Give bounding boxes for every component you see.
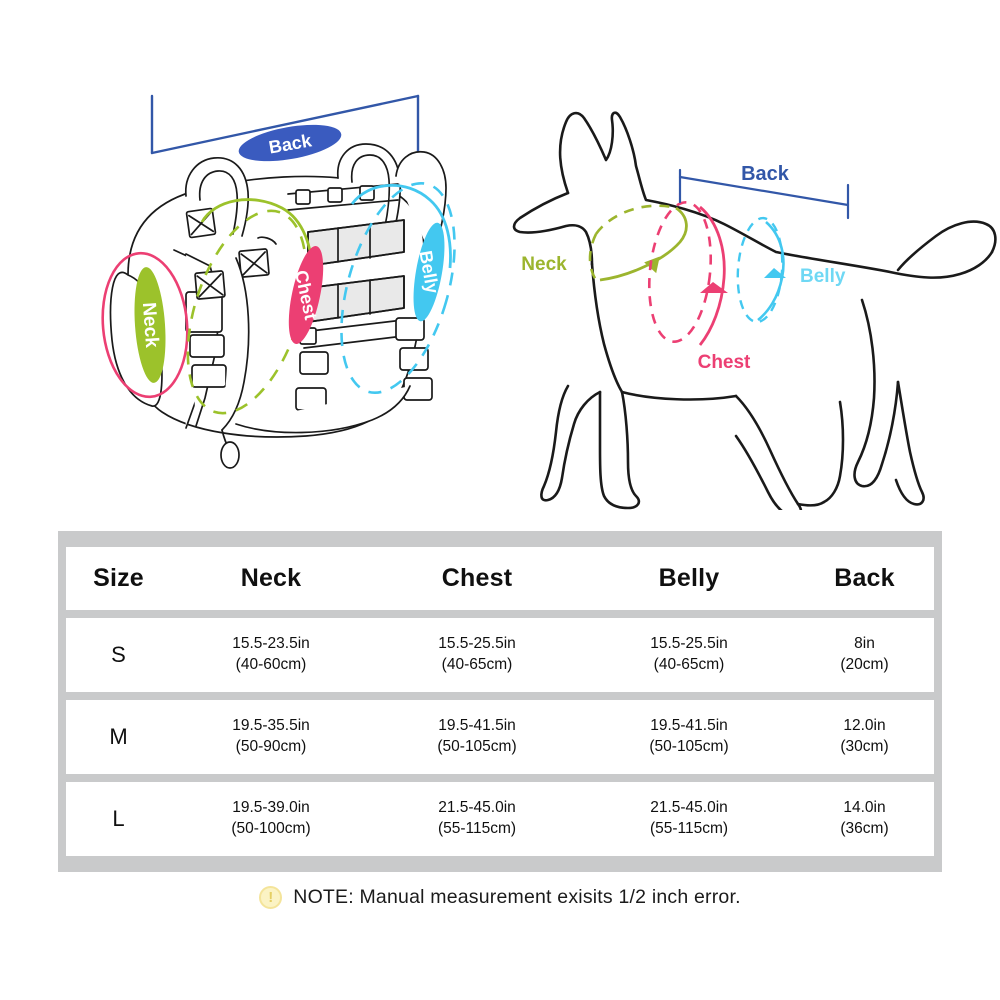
value-centimeters: (36cm) [840, 820, 889, 837]
cell-neck: 15.5-23.5in (40-60cm) [171, 618, 371, 692]
size-chart-table: Size Neck Chest Belly Back S 15.5-23.5in… [66, 539, 934, 864]
dog-neck-loop-dashed-2 [588, 233, 598, 281]
harness-belly-dashed-ring [340, 181, 456, 395]
value-inches: 19.5-35.5in [232, 717, 310, 735]
table-row: M 19.5-35.5in (50-90cm) 19.5-41.5in (50-… [66, 700, 934, 774]
dog-neck-label-text: Neck [521, 254, 567, 275]
cell-size: M [66, 700, 171, 774]
harness-illustration: Neck Chest Belly [101, 94, 456, 469]
harness-belly-ring-solid-arc [350, 184, 452, 269]
cell-chest: 15.5-25.5in (40-65cm) [371, 618, 583, 692]
dog-back-measure-bracket [678, 168, 850, 220]
cell-chest: 21.5-45.0in (55-115cm) [371, 782, 583, 856]
cell-neck: 19.5-39.0in (50-100cm) [171, 782, 371, 856]
dog-belly-loop-solid [757, 221, 785, 322]
note-row: ! NOTE: Manual measurement exisits 1/2 i… [0, 886, 1000, 909]
value-inches: 19.5-41.5in [438, 717, 516, 735]
value-centimeters: (50-90cm) [235, 738, 307, 755]
harness-neck-label-text: Neck [138, 302, 162, 349]
cell-belly: 19.5-41.5in (50-105cm) [583, 700, 795, 774]
harness-belly-label: Belly [413, 222, 445, 322]
dog-back-label-text: Back [741, 163, 790, 185]
value-centimeters: (50-100cm) [231, 820, 311, 837]
harness-neck-ring [101, 251, 189, 399]
value-inches: 19.5-41.5in [650, 717, 728, 735]
column-header-belly: Belly [583, 547, 795, 610]
cell-belly: 15.5-25.5in (40-65cm) [583, 618, 795, 692]
cell-back: 14.0in (36cm) [795, 782, 934, 856]
dog-body-outline [512, 111, 997, 510]
table-header-row: Size Neck Chest Belly Back [66, 547, 934, 610]
dog-illustration: Neck Chest Belly Back [512, 111, 997, 510]
cell-belly: 21.5-45.0in (55-115cm) [583, 782, 795, 856]
value-centimeters: (40-60cm) [235, 656, 307, 673]
harness-back-measure-bracket [150, 94, 420, 155]
cell-chest: 19.5-41.5in (50-105cm) [371, 700, 583, 774]
value-centimeters: (50-105cm) [649, 738, 729, 755]
dog-chest-label-text: Chest [698, 352, 751, 373]
value-centimeters: (40-65cm) [653, 656, 725, 673]
dog-chest-loop-dashed [647, 201, 713, 343]
cell-neck: 19.5-35.5in (50-90cm) [171, 700, 371, 774]
value-centimeters: (55-115cm) [649, 820, 729, 837]
size-chart-table-wrapper: Size Neck Chest Belly Back S 15.5-23.5in… [58, 531, 942, 872]
value-centimeters: (40-65cm) [441, 656, 513, 673]
exclamation-circle-icon: ! [259, 886, 283, 909]
column-header-size: Size [66, 547, 171, 610]
dog-chest-arrow-head [700, 282, 728, 293]
harness-back-label: Back [238, 124, 342, 162]
cell-size: S [66, 618, 171, 692]
value-centimeters: (30cm) [840, 738, 889, 755]
value-inches: 21.5-45.0in [650, 799, 728, 817]
value-centimeters: (20cm) [840, 656, 889, 673]
column-header-back: Back [795, 547, 934, 610]
value-centimeters: (55-115cm) [437, 820, 517, 837]
cell-size: L [66, 782, 171, 856]
column-header-neck: Neck [171, 547, 371, 610]
value-inches: 15.5-25.5in [438, 635, 516, 653]
dog-chest-loop-solid [698, 205, 726, 346]
value-inches: 14.0in [843, 799, 886, 817]
dog-belly-arrow-head [764, 268, 786, 278]
dog-neck-loop-dashed [594, 204, 677, 235]
table-row: S 15.5-23.5in (40-60cm) 15.5-25.5in (40-… [66, 618, 934, 692]
table-row: L 19.5-39.0in (50-100cm) 21.5-45.0in (55… [66, 782, 934, 856]
value-inches: 21.5-45.0in [438, 799, 516, 817]
column-header-chest: Chest [371, 547, 583, 610]
harness-chest-label: Chest [288, 246, 324, 344]
value-inches: 15.5-23.5in [232, 635, 310, 653]
note-text: NOTE: Manual measurement exisits 1/2 inc… [293, 886, 741, 908]
harness-chest-ring-solid-arc [200, 198, 314, 273]
value-inches: 19.5-39.0in [232, 799, 310, 817]
value-inches: 12.0in [843, 717, 886, 735]
illustration-area: Neck Chest Belly [101, 94, 997, 510]
harness-neck-label: Neck [134, 267, 166, 383]
cell-back: 8in (20cm) [795, 618, 934, 692]
dog-belly-label-text: Belly [800, 266, 846, 287]
dog-neck-loop-solid [599, 206, 688, 282]
value-centimeters: (50-105cm) [437, 738, 517, 755]
value-inches: 15.5-25.5in [650, 635, 728, 653]
value-inches: 8in [854, 635, 875, 653]
cell-back: 12.0in (30cm) [795, 700, 934, 774]
